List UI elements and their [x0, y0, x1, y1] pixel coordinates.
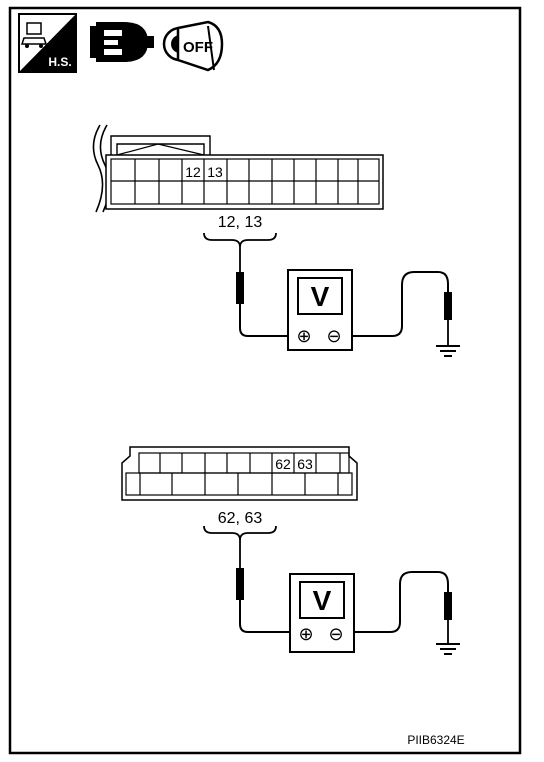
- probe-bracket-bottom: [203, 525, 277, 541]
- plus-terminal-bottom: ⊕: [298, 624, 313, 644]
- ground-symbol-top: [436, 345, 460, 357]
- connector-bottom: 62 63: [121, 446, 358, 501]
- voltmeter-symbol-bottom: V: [313, 585, 332, 616]
- figure-code: PIIB6324E: [407, 733, 464, 747]
- minus-terminal-top: ⊖: [326, 326, 341, 346]
- pin-label-63: 63: [297, 456, 313, 472]
- connector-top: 12 13: [92, 124, 384, 213]
- pin-label-13: 13: [207, 164, 223, 180]
- minus-terminal-bottom: ⊖: [328, 624, 343, 644]
- ignition-off-icon: OFF: [162, 20, 224, 72]
- pin-label-12: 12: [185, 164, 201, 180]
- probe-bracket-top: [203, 232, 277, 248]
- voltmeter-top: V ⊕ ⊖: [287, 269, 353, 351]
- hs-badge-text: H.S.: [48, 55, 71, 69]
- probe-label-top: 12, 13: [218, 214, 263, 231]
- ground-lead-bottom: [354, 571, 452, 644]
- pin-label-62: 62: [275, 456, 291, 472]
- probe-lead-top: [236, 247, 288, 337]
- voltmeter-bottom: V ⊕ ⊖: [289, 573, 355, 653]
- probe-lead-bottom: [236, 540, 290, 633]
- plus-terminal-top: ⊕: [296, 326, 311, 346]
- connector-icon: [90, 22, 154, 62]
- figure-border: [8, 6, 522, 755]
- hs-vehicle-icon: H.S.: [18, 13, 77, 73]
- key-position-text: OFF: [183, 39, 213, 56]
- ground-symbol-bottom: [436, 643, 460, 655]
- voltmeter-symbol-top: V: [311, 281, 330, 312]
- ground-lead-top: [352, 271, 452, 346]
- probe-label-bottom: 62, 63: [218, 510, 263, 527]
